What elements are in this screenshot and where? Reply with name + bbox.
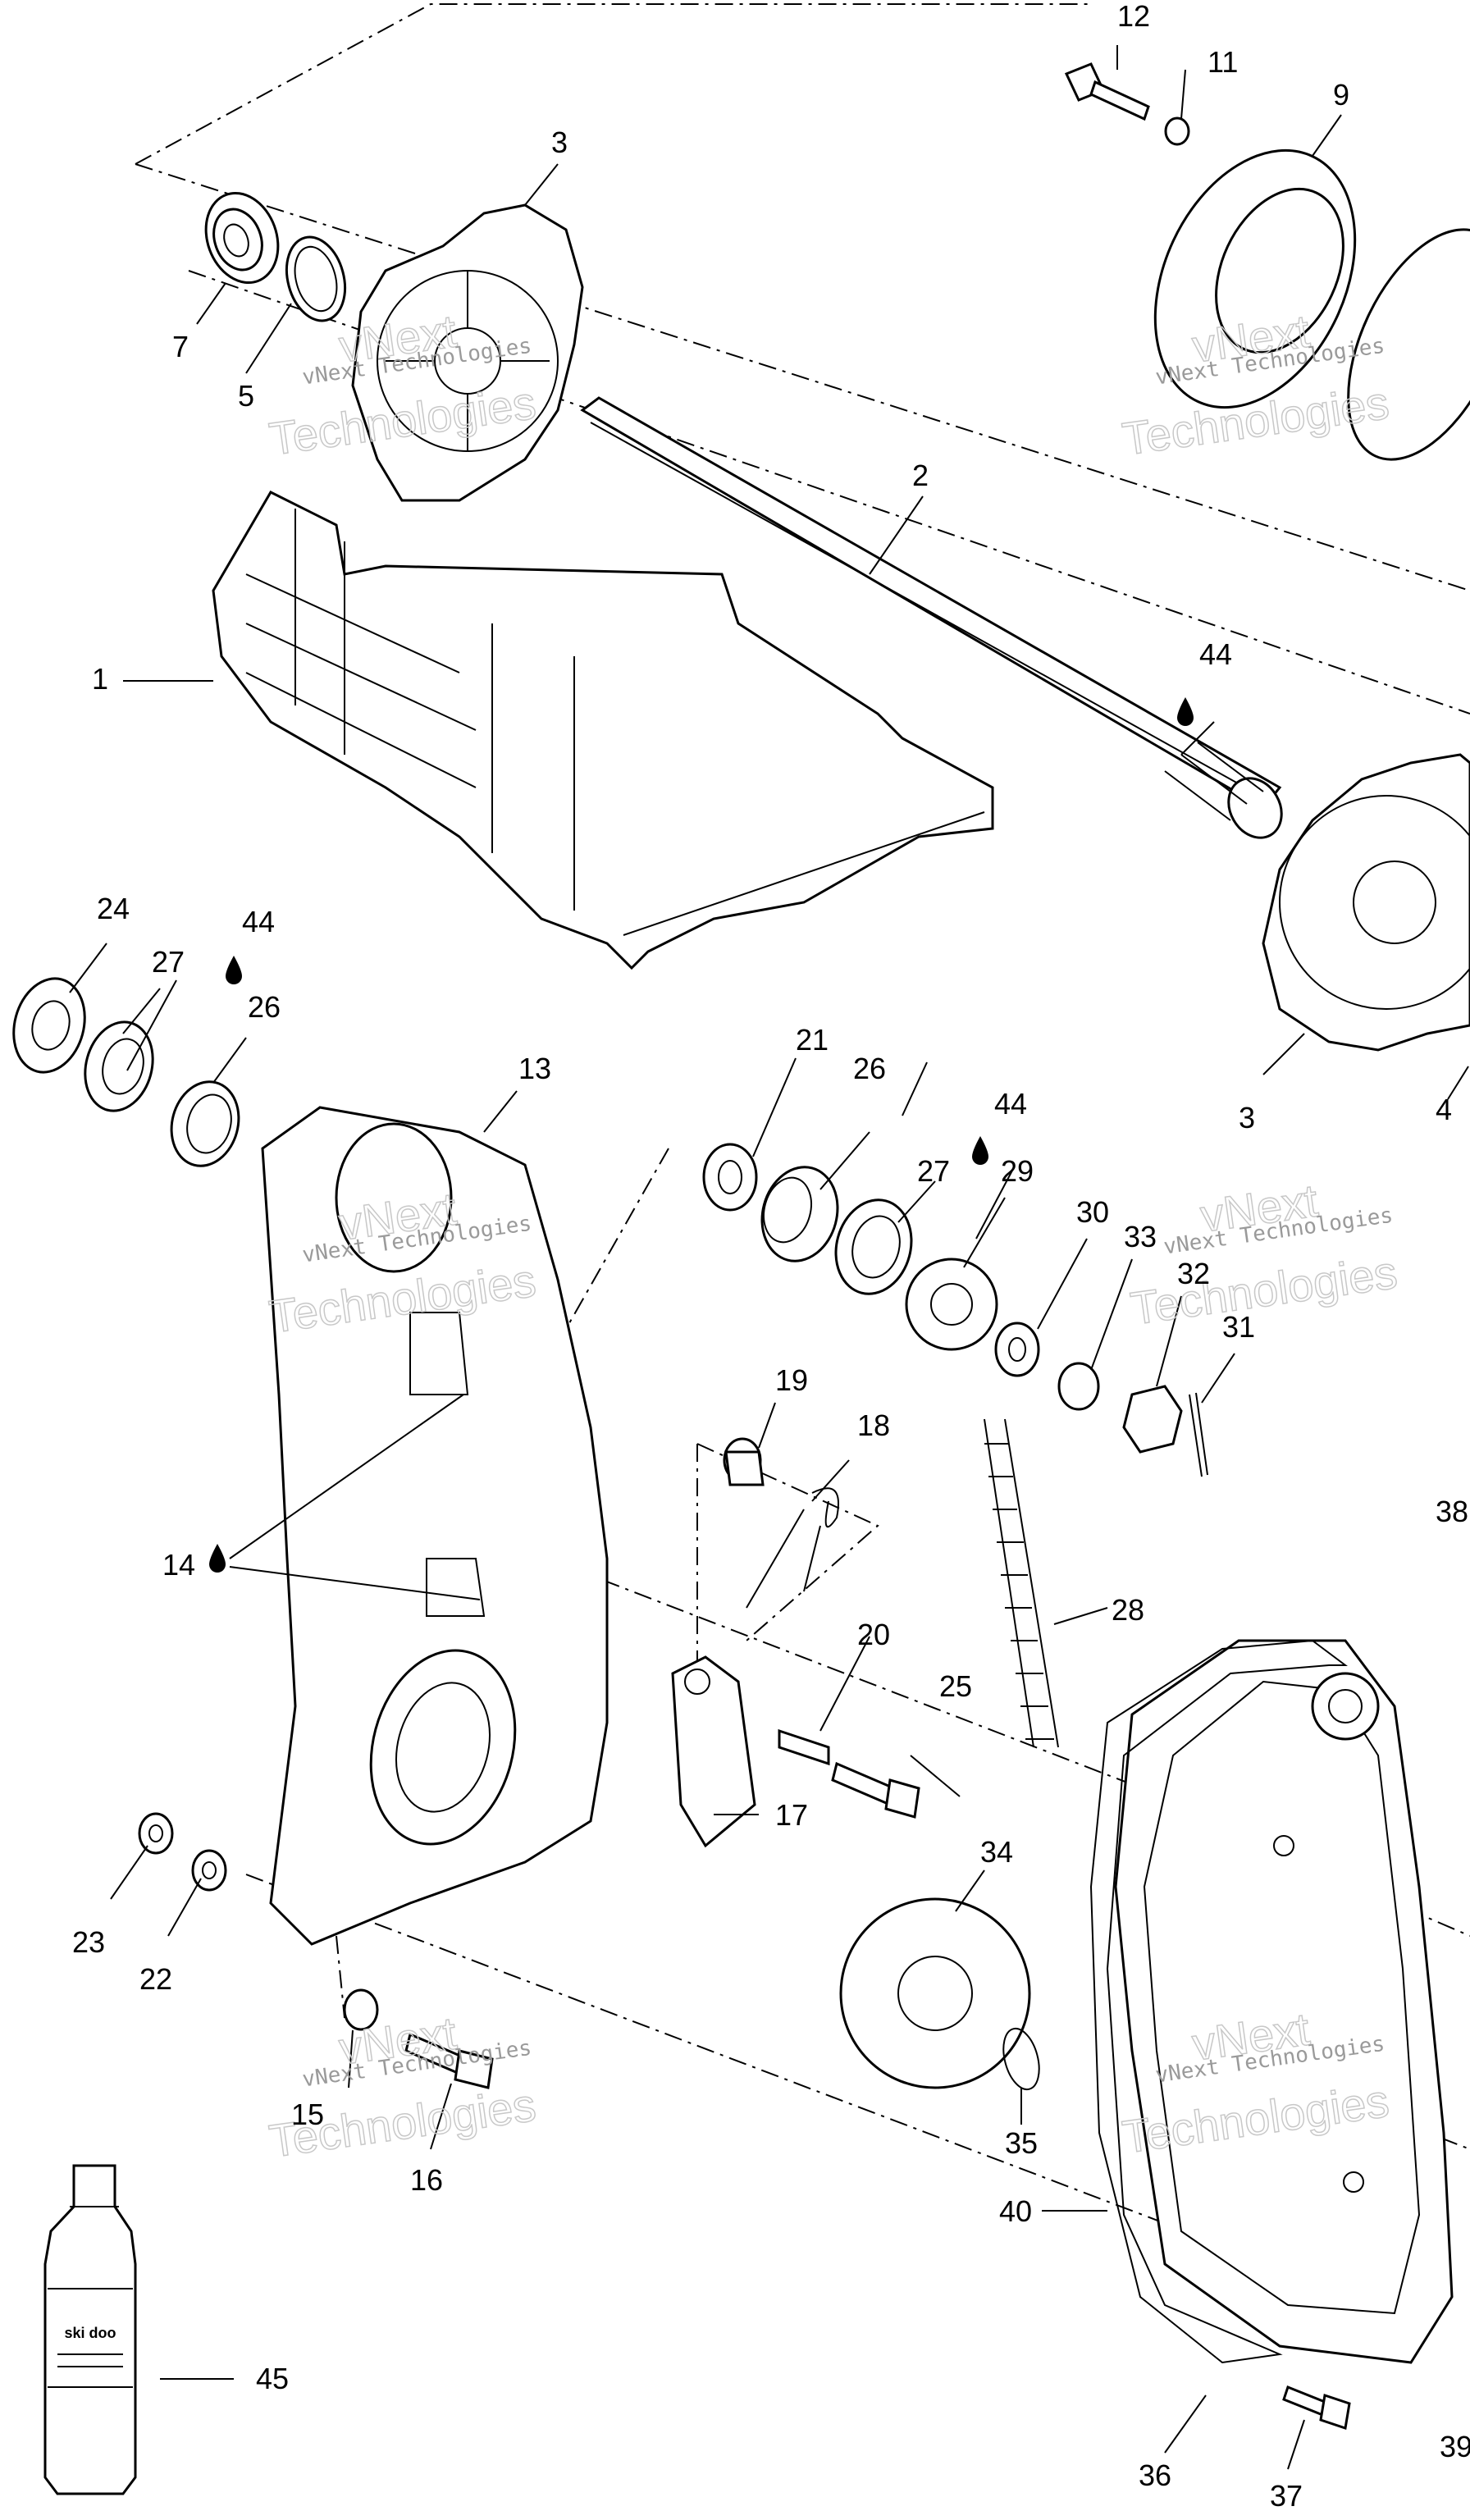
washer-15 (343, 1988, 379, 2031)
callout-1: 1 (92, 662, 108, 696)
bolt-25 (831, 1761, 920, 1819)
callout-21: 21 (796, 1023, 829, 1057)
callout-44-left: 44 (242, 905, 275, 938)
tensioner-arm-17 (671, 1655, 756, 1848)
callout-44-mid: 44 (994, 1087, 1027, 1121)
callout-38: 38 (1436, 1495, 1468, 1528)
callout-12: 12 (1117, 0, 1150, 33)
bearing-24 (12, 977, 86, 1074)
drive-shaft-2 (580, 396, 1283, 839)
sprocket-34 (839, 1897, 1031, 2089)
chaincase-cover-36 (1114, 1639, 1454, 2364)
oil-drop-icons (209, 697, 1194, 1573)
callout-11: 11 (1208, 45, 1238, 79)
callout-29: 29 (1001, 1154, 1034, 1188)
spring-18 (746, 1487, 839, 1609)
callout-19: 19 (775, 1363, 808, 1397)
callout-4: 4 (1436, 1093, 1452, 1126)
leader-lines (69, 45, 1469, 2470)
callout-16: 16 (410, 2163, 443, 2197)
watermark: vNext vNext Technologies Technologies (266, 2006, 540, 2168)
bearing-housing-9 (1153, 148, 1470, 461)
callout-7: 7 (172, 330, 189, 363)
bearing-27-left (84, 1020, 154, 1112)
callout-22: 22 (139, 1962, 172, 1996)
callout-9: 9 (1333, 78, 1349, 112)
callout-3-lower: 3 (1239, 1101, 1255, 1134)
bolt-12 (1064, 62, 1150, 121)
callout-26-left: 26 (248, 990, 281, 1024)
callout-23: 23 (72, 1925, 105, 1959)
callout-17: 17 (775, 1798, 808, 1832)
callout-32: 32 (1177, 1257, 1210, 1290)
circlip-35 (1002, 2027, 1040, 2091)
callout-28: 28 (1112, 1593, 1144, 1627)
callout-36: 36 (1139, 2458, 1171, 2492)
watermark: vNext vNext Technologies Technologies (1127, 1174, 1401, 1335)
gasket-40 (1089, 1639, 1348, 2364)
chaincase-housing-13 (261, 1106, 609, 1946)
callout-3-upper: 3 (551, 126, 568, 159)
callout-35: 35 (1005, 2126, 1038, 2160)
callout-27-mid: 27 (917, 1154, 950, 1188)
callout-30: 30 (1076, 1195, 1109, 1229)
bushing-19 (723, 1437, 765, 1486)
callout-37: 37 (1270, 2479, 1303, 2513)
bottle-label: ski doo (64, 2325, 116, 2341)
stud-16 (404, 2032, 494, 2089)
callout-44-shaft: 44 (1199, 637, 1232, 671)
oil-drop-icon (1177, 697, 1194, 726)
oil-drop-icon (209, 1544, 226, 1573)
callout-34: 34 (980, 1835, 1013, 1869)
callout-15: 15 (291, 2098, 324, 2131)
callout-18: 18 (857, 1408, 890, 1442)
lubricant-bottle-45: ski doo (43, 2164, 137, 2495)
washer-23 (138, 1812, 174, 1855)
castle-nut-32 (1122, 1385, 1183, 1454)
washer-33 (1057, 1362, 1100, 1411)
callout-13: 13 (518, 1052, 551, 1085)
drive-sprocket-lower (1262, 753, 1470, 1052)
washer-11 (1164, 116, 1190, 146)
washer-21 (702, 1143, 758, 1212)
track-1 (212, 491, 994, 970)
chain-28 (984, 1418, 1059, 1748)
callout-5: 5 (238, 379, 254, 413)
callout-2: 2 (912, 459, 929, 492)
sprocket-29 (905, 1258, 998, 1351)
cotter-pin-31 (1189, 1392, 1208, 1477)
bolt-37 (1282, 2385, 1351, 2430)
bushing-26-mid (760, 1166, 839, 1262)
callout-45: 45 (256, 2362, 289, 2395)
drive-sprocket-upper (351, 203, 584, 502)
bushing-26-left (170, 1080, 240, 1167)
oil-drop-icon (226, 956, 242, 984)
pin-20 (778, 1728, 830, 1766)
washer-30 (994, 1322, 1040, 1377)
callout-33: 33 (1124, 1220, 1157, 1253)
callout-31: 31 (1222, 1310, 1255, 1344)
bearing-7 (204, 191, 280, 285)
callout-labels: 1 2 3 3 4 5 7 9 11 12 13 14 15 16 17 18 … (72, 0, 1470, 2513)
bearing-27-mid (834, 1198, 913, 1295)
callout-25: 25 (939, 1669, 972, 1703)
seal-5 (285, 235, 346, 322)
callout-26-mid: 26 (853, 1052, 886, 1085)
callout-27-left: 27 (152, 945, 185, 979)
callout-24: 24 (97, 892, 130, 925)
callout-20: 20 (857, 1618, 890, 1651)
oil-drop-icon (972, 1136, 988, 1165)
callout-40: 40 (999, 2194, 1032, 2228)
callout-14: 14 (162, 1548, 195, 1582)
callout-39: 39 (1440, 2430, 1470, 2463)
